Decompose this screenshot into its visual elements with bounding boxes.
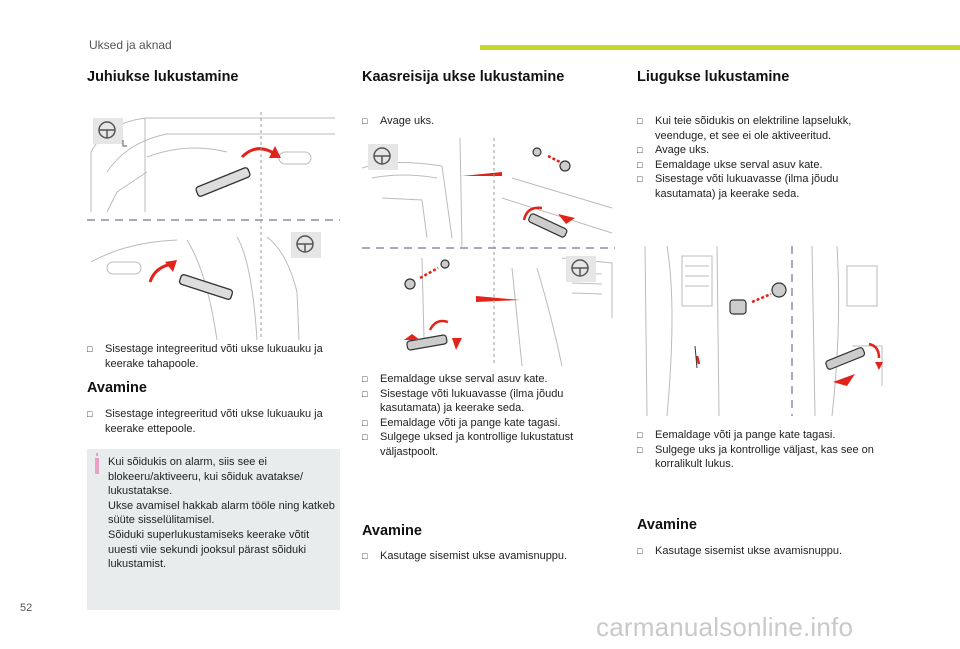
square-bullet-icon: □ [87, 344, 93, 354]
square-bullet-icon: □ [362, 374, 368, 384]
sliding-open-step: □Kasutage sisemist ukse avamisnuppu. [637, 545, 843, 557]
section-title: Uksed ja aknad [89, 38, 172, 52]
square-bullet-icon: □ [362, 417, 368, 428]
section-accent-bar [480, 45, 960, 50]
square-bullet-icon: □ [637, 159, 643, 170]
info-paragraph: Sõiduki superlukustamiseks keerake võtit… [108, 528, 310, 571]
square-bullet-icon: □ [637, 546, 643, 556]
square-bullet-icon: □ [637, 116, 643, 126]
sliding-door-figure [637, 246, 890, 416]
square-bullet-icon: □ [637, 145, 643, 156]
info-paragraph: Ukse avamisel hakkab alarm tööle ning ka… [108, 499, 335, 527]
page-number: 52 [20, 602, 33, 614]
square-bullet-icon: □ [362, 388, 368, 399]
sliding-lock-title: Liugukse lukustamine [637, 69, 790, 85]
square-bullet-icon: □ [362, 432, 368, 443]
driver-open-step: □Sisestage integreeritud võti ukse lukua… [87, 408, 323, 435]
passenger-lock-title: Kaasreisija ukse lukustamine [362, 69, 565, 85]
square-bullet-icon: □ [637, 444, 643, 455]
alarm-info-box: Kui sõidukis on alarm, siis see ei bloke… [87, 449, 340, 610]
driver-lock-step: □Sisestage integreeritud võti ukse lukua… [87, 343, 323, 370]
driver-lock-title: Juhiukse lukustamine [87, 69, 239, 85]
sliding-steps-after: □Eemaldage võti ja pange kate tagasi. □S… [637, 429, 874, 471]
square-bullet-icon: □ [362, 116, 368, 126]
info-paragraph: Kui sõidukis on alarm, siis see ei bloke… [108, 456, 304, 498]
passenger-door-figure [362, 138, 615, 366]
passenger-step-open: □Avage uks. [362, 115, 435, 127]
info-mark-icon [96, 453, 98, 456]
square-bullet-icon: □ [637, 430, 643, 440]
sliding-steps: □Kui teie sõidukis on elektriline lapsel… [637, 115, 852, 200]
steering-wheel-icon [93, 118, 127, 147]
square-bullet-icon: □ [362, 551, 368, 561]
square-bullet-icon: □ [87, 409, 93, 419]
square-bullet-icon: □ [637, 174, 643, 185]
sliding-open-title: Avamine [637, 517, 697, 533]
watermark: carmanualsonline.info [596, 612, 854, 642]
driver-open-title: Avamine [87, 380, 147, 396]
driver-door-figure [87, 112, 340, 340]
passenger-open-step: □Kasutage sisemist ukse avamisnuppu. [362, 550, 568, 562]
passenger-open-title: Avamine [362, 523, 422, 539]
passenger-steps: □Eemaldage ukse serval asuv kate. □Sises… [362, 373, 574, 458]
